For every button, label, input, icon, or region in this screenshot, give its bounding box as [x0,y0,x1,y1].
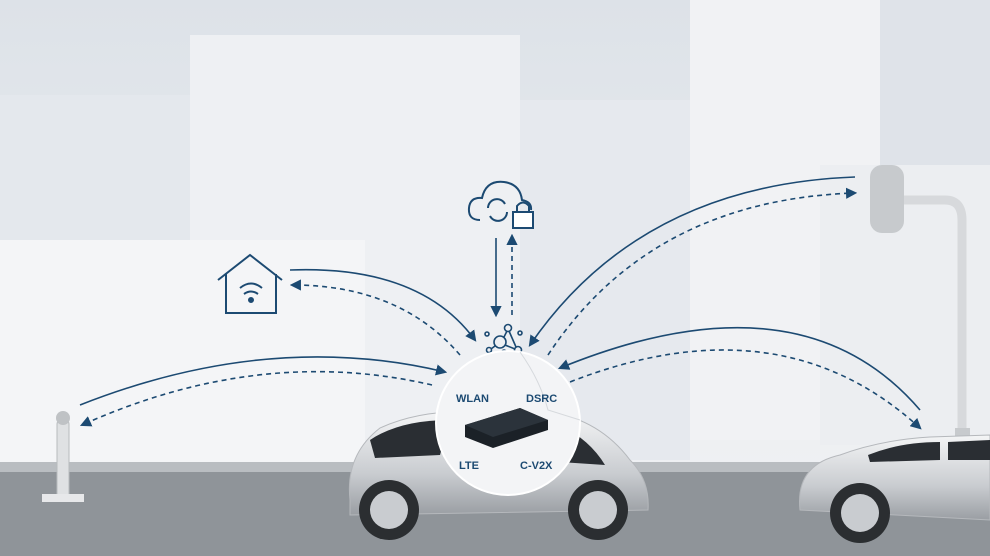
second-car [799,434,990,543]
cloud-sync-lock-icon [467,180,534,229]
label-dsrc: DSRC [526,393,558,405]
traffic-light [870,165,970,436]
connectivity-unit-callout [435,350,581,496]
label-wlan: WLAN [456,393,489,405]
communication-arrows [79,176,922,430]
label-lte: LTE [459,460,479,472]
roadside-post [42,411,84,502]
network-hub-icon [484,323,523,355]
label-cv2x: C-V2X [520,460,553,472]
smart-home-icon [217,253,283,314]
telematics-control-unit [465,408,548,448]
